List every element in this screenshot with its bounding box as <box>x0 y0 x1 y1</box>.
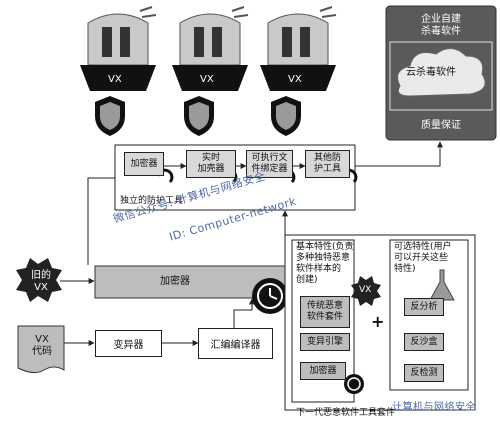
basic-features-title: 基本特性(负责 多种独特恶意 软件样本的 创建) <box>296 242 354 285</box>
mutator-box: 变异器 <box>95 330 162 357</box>
tool-other: 其他防 护工具 <box>305 150 350 178</box>
old-vx-badge <box>16 258 62 302</box>
vx-code-label: VX 代码 <box>32 334 52 357</box>
basic-item-mutation-engine: 变异引擎 <box>300 333 350 351</box>
tool-binder: 可执行文 件绑定器 <box>246 150 293 178</box>
protection-tools-caption: 独立的防护工具 <box>120 196 184 206</box>
tool-encryptor: 加密器 <box>124 152 164 176</box>
vx-badge-label: VX <box>359 285 372 295</box>
cloud-label: 云杀毒软件 <box>406 67 456 78</box>
shield-icon-2 <box>184 96 214 136</box>
enterprise-title: 企业自建 杀毒软件 <box>421 14 461 37</box>
optional-item-anti-detection: 反检测 <box>404 364 444 382</box>
vx-code-scroll <box>17 325 65 374</box>
vx-badge-icon <box>351 276 381 306</box>
basic-item-legacy-kit: 传统恶意 软件套件 <box>300 296 350 328</box>
plus-sign: + <box>371 312 385 331</box>
lab-flask-icon <box>429 269 455 301</box>
optional-item-anti-sandbox: 反沙盒 <box>404 333 444 351</box>
shield-icon-3 <box>271 96 301 136</box>
shield-icon-1 <box>95 96 125 136</box>
toolkit-caption: 下一代恶意软件工具套件 <box>296 408 396 418</box>
clock-icon-small <box>344 374 364 394</box>
optional-item-anti-analysis: 反分析 <box>404 298 444 316</box>
guard-icon-2 <box>172 6 249 91</box>
old-vx-label: 旧的 VX <box>31 270 51 293</box>
encryptor-bar <box>94 265 286 299</box>
panel-inner <box>389 41 493 111</box>
tool-realtime-packer: 实时 加壳器 <box>186 150 236 178</box>
connector-left-loop <box>87 177 115 265</box>
encryptor-bar-label: 加密器 <box>160 276 190 287</box>
guard-icon-3 <box>260 6 337 91</box>
guard-label-3: VX <box>288 74 302 85</box>
clock-icon <box>252 278 288 314</box>
watermark-bottom: 计算机与网络安全 <box>392 402 476 413</box>
guard-label-2: VX <box>200 74 214 85</box>
connector-tools-to-panel <box>355 141 443 167</box>
quality-footer: 质量保证 <box>421 120 461 131</box>
assembler-box: 汇编编译器 <box>198 328 273 359</box>
basic-item-encryptor: 加密器 <box>300 362 346 380</box>
cloud-icon <box>397 48 486 97</box>
guard-icon-1 <box>80 6 157 91</box>
guard-label-1: VX <box>108 74 122 85</box>
optional-features-title: 可选特性(用户 可以开关这些 特性) <box>394 242 452 274</box>
